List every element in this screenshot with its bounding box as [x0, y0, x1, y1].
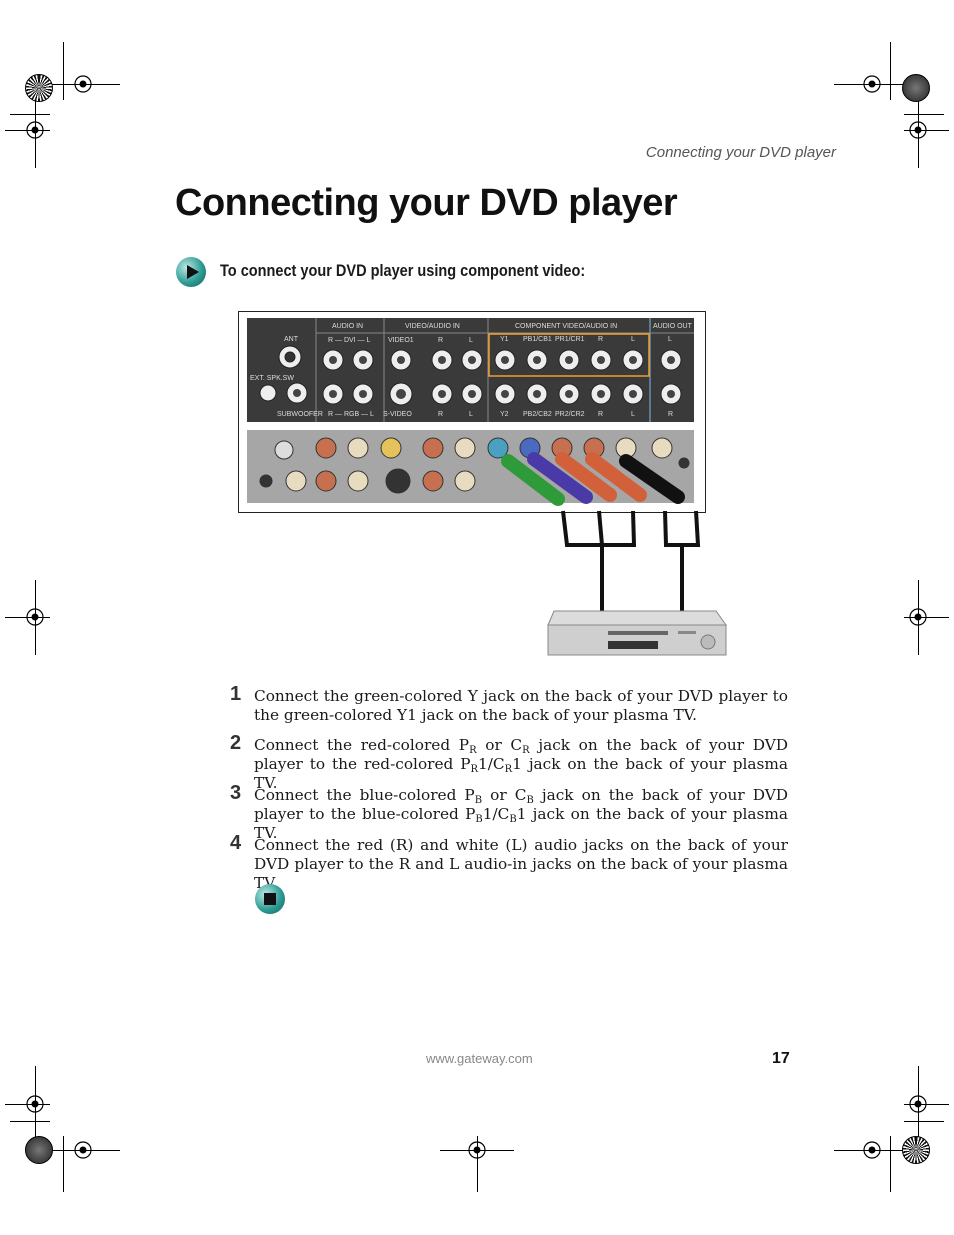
color-calibration-icon — [25, 1136, 53, 1164]
registration-target-icon — [863, 75, 881, 93]
label-video-audio-in: VIDEO/AUDIO IN — [405, 323, 460, 330]
step-text: Connect the red (R) and white (L) audio … — [254, 836, 788, 892]
registration-target-icon — [74, 1141, 92, 1159]
label-r: R — [598, 336, 603, 343]
label-r: R — [668, 411, 673, 418]
registration-target-icon — [863, 1141, 881, 1159]
running-header: Connecting your DVD player — [645, 144, 836, 161]
tv-back-panel-illustration: AUDIO IN VIDEO/AUDIO IN COMPONENT VIDEO/… — [247, 318, 727, 656]
label-audio-out: AUDIO OUT — [653, 323, 693, 330]
label-subwoofer: SUBWOOFER — [277, 411, 323, 418]
color-calibration-icon — [902, 1136, 930, 1164]
label-l: L — [631, 411, 635, 418]
dvd-player-icon — [547, 610, 727, 656]
label-audio-in: AUDIO IN — [332, 323, 363, 330]
label-y1: Y1 — [500, 336, 509, 343]
registration-target-icon — [909, 1095, 927, 1113]
page-number: 17 — [772, 1050, 790, 1067]
label-r: R — [438, 337, 443, 344]
label-pr1: PR1/CR1 — [555, 336, 585, 343]
label-r: R — [438, 411, 443, 418]
registration-target-icon — [26, 121, 44, 139]
color-calibration-icon — [25, 74, 53, 102]
registration-target-icon — [26, 1095, 44, 1113]
step-text: Connect the blue-colored PB or CB jack o… — [254, 786, 789, 842]
footer-url: www.gateway.com — [426, 1051, 533, 1066]
label-video1: VIDEO1 — [388, 337, 414, 344]
registration-target-icon — [26, 608, 44, 626]
step-text: Connect the green-colored Y jack on the … — [254, 687, 788, 724]
label-rgb: R — RGB — L — [328, 411, 374, 418]
color-calibration-icon — [902, 74, 930, 102]
label-svideo: S-VIDEO — [383, 411, 412, 418]
label-ext-spk: EXT. SPK.SW — [250, 375, 294, 382]
step-number: 1 — [230, 683, 242, 705]
label-l: L — [469, 411, 473, 418]
step-number: 3 — [230, 782, 242, 804]
step-number: 4 — [230, 832, 242, 854]
registration-target-icon — [909, 121, 927, 139]
label-pb2: PB2/CB2 — [523, 411, 552, 418]
page-title: Connecting your DVD player — [175, 182, 678, 224]
registration-target-icon — [909, 608, 927, 626]
label-pb1: PB1/CB1 — [523, 336, 552, 343]
label-l: L — [469, 337, 473, 344]
registration-target-icon — [74, 75, 92, 93]
procedure-heading: To connect your DVD player using compone… — [220, 262, 586, 280]
label-y2: Y2 — [500, 411, 509, 418]
label-component: COMPONENT VIDEO/AUDIO IN — [515, 323, 617, 330]
label-l: L — [668, 336, 672, 343]
label-dvi: R — DVI — L — [328, 337, 371, 344]
label-pr2: PR2/CR2 — [555, 411, 585, 418]
label-r: R — [598, 411, 603, 418]
label-ant: ANT — [284, 336, 299, 343]
procedure-arrow-icon — [176, 257, 206, 287]
step-text: Connect the red-colored PR or CR jack on… — [254, 736, 789, 792]
label-l: L — [631, 336, 635, 343]
step-number: 2 — [230, 732, 242, 754]
connection-diagram: AUDIO IN VIDEO/AUDIO IN COMPONENT VIDEO/… — [238, 311, 738, 661]
end-of-procedure-icon — [255, 884, 285, 914]
registration-target-icon — [468, 1141, 486, 1159]
